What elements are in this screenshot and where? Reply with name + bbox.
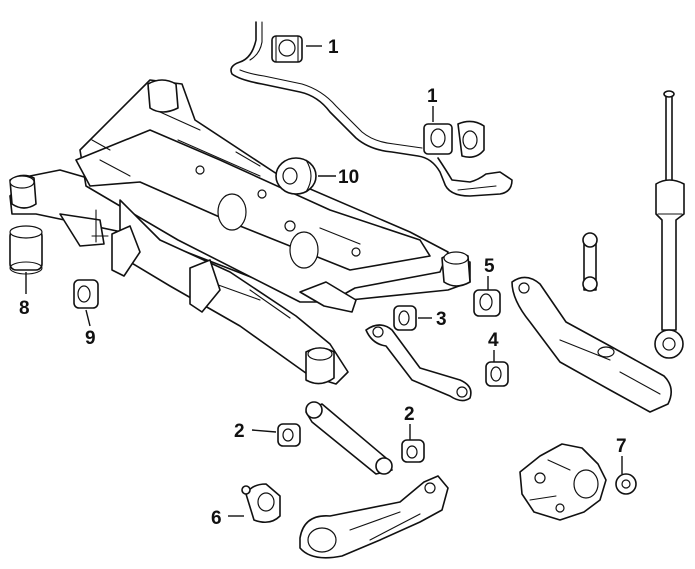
stabilizer-link: [582, 232, 598, 292]
bushing-2-right: [401, 439, 425, 463]
callout-3: 3: [436, 309, 447, 330]
callout-10: 10: [338, 167, 359, 188]
bushing-4: [485, 361, 509, 387]
trailing-arm: [299, 475, 449, 559]
callout-9: 9: [85, 328, 96, 349]
rear-knuckle: [519, 443, 607, 521]
callout-2-right: 2: [404, 404, 415, 425]
subframe-bushing-10: [275, 157, 317, 195]
callout-7: 7: [616, 436, 627, 457]
stabilizer-bushing-right: [423, 120, 485, 158]
subframe-bushing-8: [9, 225, 43, 275]
stabilizer-bushing-top: [271, 35, 303, 63]
bushing-3: [393, 305, 417, 331]
callout-4: 4: [488, 330, 499, 351]
bushing-6: [241, 483, 281, 524]
subframe-bushing-9: [73, 279, 99, 309]
bushing-2-left: [277, 423, 301, 447]
callout-2-left: 2: [234, 421, 245, 442]
leader-lines: [25, 45, 623, 517]
stabilizer-bar: [230, 21, 513, 197]
callout-1-top: 1: [328, 37, 339, 58]
upper-control-arm: [365, 324, 472, 402]
bushing-7: [615, 473, 637, 495]
callout-1-right: 1: [427, 86, 438, 107]
callout-8: 8: [19, 298, 30, 319]
lateral-link: [305, 401, 393, 475]
bushing-5: [473, 289, 501, 317]
rear-subframe: [9, 79, 471, 385]
shock-absorber: [654, 90, 685, 359]
callout-6: 6: [211, 508, 222, 529]
lower-control-arm: [511, 276, 672, 413]
callout-5: 5: [484, 256, 495, 277]
